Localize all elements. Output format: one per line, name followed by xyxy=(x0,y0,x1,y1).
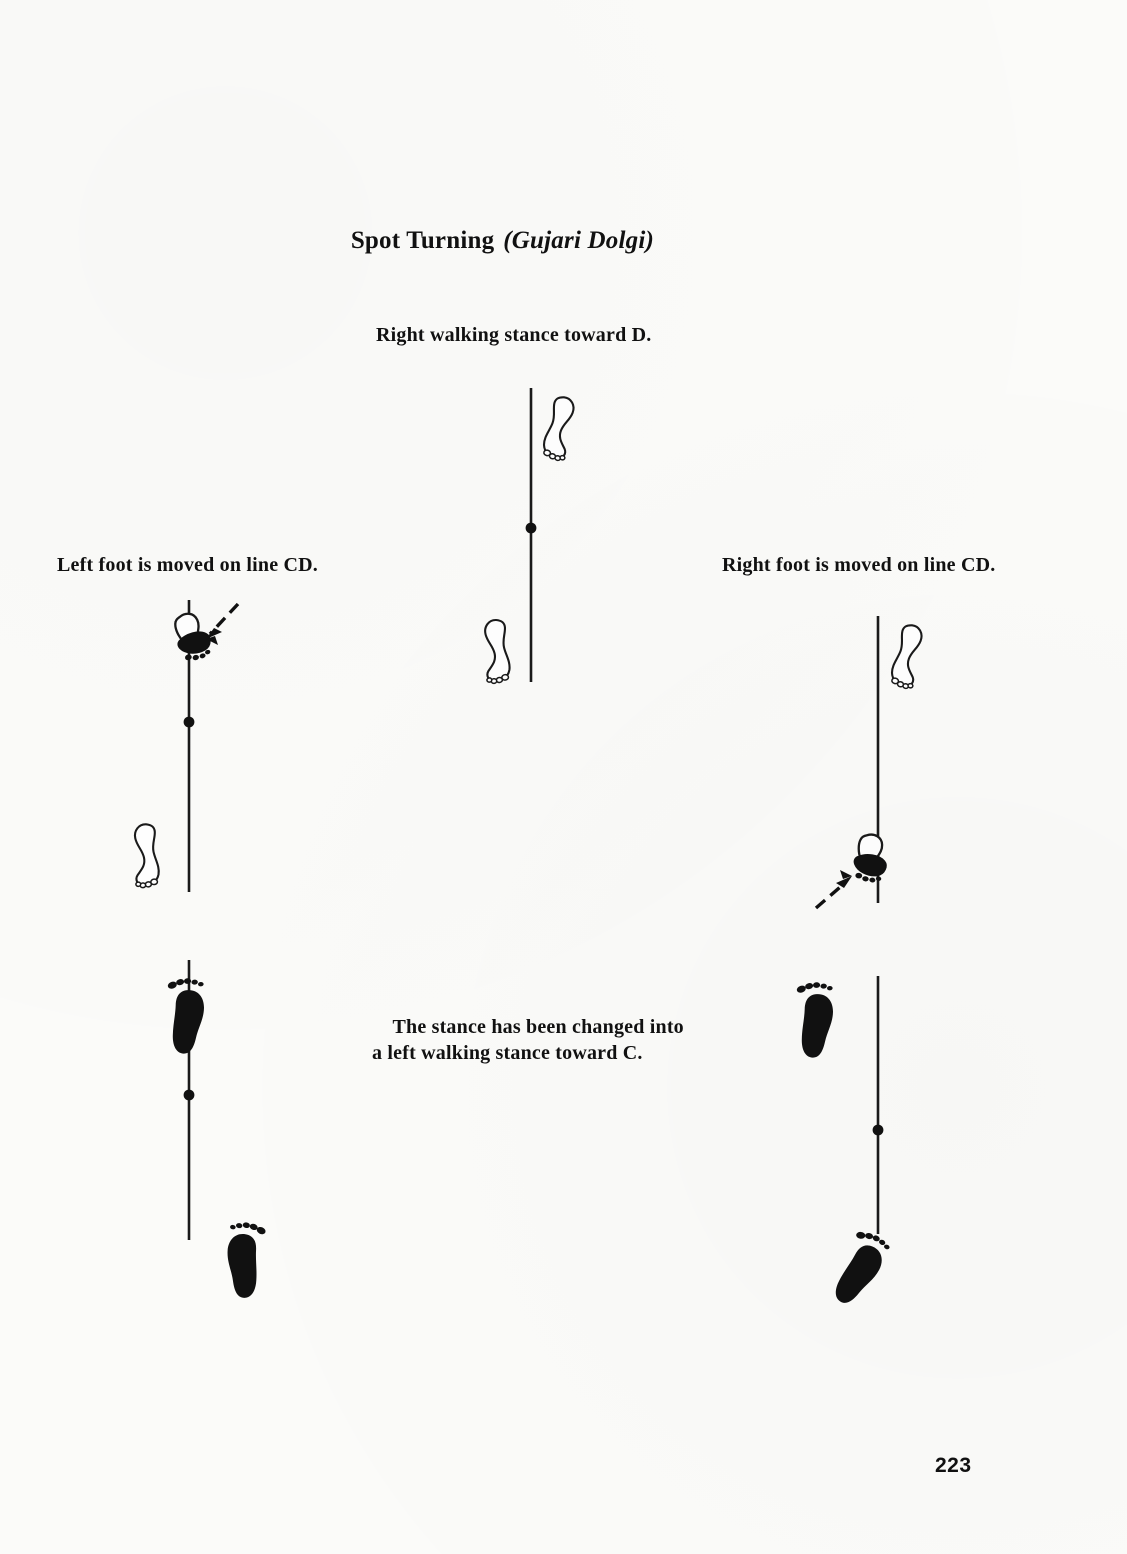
caption-center-line-2: a left walking stance toward C. xyxy=(372,1042,643,1064)
solid-foot-right xyxy=(227,1222,266,1298)
diagram-right-stance-result xyxy=(790,962,980,1303)
pivot-dot xyxy=(183,1089,195,1101)
outline-foot-right xyxy=(890,624,923,690)
movement-arrow-icon xyxy=(206,602,240,645)
caption-left: Left foot is moved on line CD. xyxy=(57,554,318,576)
pivot-dot xyxy=(872,1124,884,1136)
diagram-left-foot-moved xyxy=(110,592,300,907)
diagram-left-stance-result xyxy=(110,952,300,1298)
caption-top: Right walking stance toward D. xyxy=(376,324,652,346)
pivot-dot xyxy=(525,522,537,534)
page-title-roman: Spot Turning xyxy=(350,226,495,254)
page-number: 223 xyxy=(935,1454,972,1477)
solid-foot-left xyxy=(167,978,204,1054)
outline-foot-left xyxy=(133,823,160,889)
diagram-right-foot-moved xyxy=(800,608,990,918)
outline-foot-left xyxy=(484,618,511,685)
movement-arrow-icon xyxy=(814,870,852,910)
caption-center: The stance has been changed into a left w… xyxy=(372,988,684,1118)
caption-center-line-1: The stance has been changed into xyxy=(392,1016,684,1038)
page-title: Spot Turning (Gujari Dolgi) xyxy=(325,192,654,290)
transition-foot-left xyxy=(174,612,211,661)
page-title-italic: (Gujari Dolgi) xyxy=(503,226,655,254)
caption-right: Right foot is moved on line CD. xyxy=(722,554,996,576)
solid-foot-right-lower xyxy=(835,1231,890,1303)
solid-foot-left-upper xyxy=(796,982,833,1058)
pivot-dot xyxy=(183,716,195,728)
transition-foot-right xyxy=(853,833,887,883)
diagram-right-walking-stance xyxy=(455,380,635,710)
outline-foot-right xyxy=(542,396,575,462)
